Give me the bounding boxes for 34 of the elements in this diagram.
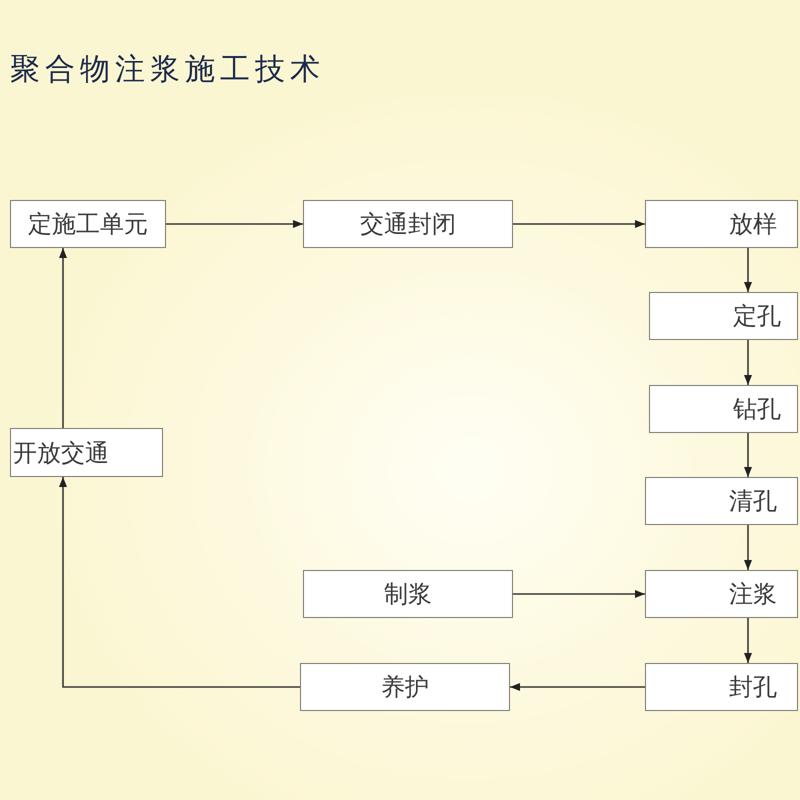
process-box — [645, 477, 798, 525]
process-box — [645, 663, 798, 711]
process-box — [303, 200, 513, 248]
arrow — [166, 220, 303, 228]
arrow — [59, 477, 300, 688]
process-box — [649, 292, 798, 340]
arrow — [744, 340, 752, 385]
arrow — [744, 433, 752, 477]
step-label: 定孔 — [733, 301, 781, 331]
step-label: 注浆 — [729, 579, 777, 609]
arrow — [513, 220, 645, 228]
step-label: 开放交通 — [13, 438, 109, 468]
step-label: 养护 — [381, 672, 429, 702]
arrow — [744, 525, 752, 570]
process-box — [645, 570, 798, 618]
arrow — [513, 590, 645, 598]
arrow — [744, 248, 752, 292]
step-label: 封孔 — [729, 672, 777, 702]
process-box — [645, 200, 798, 248]
process-box — [300, 663, 510, 711]
step-label: 放样 — [729, 209, 777, 239]
arrow — [744, 618, 752, 663]
process-box — [649, 385, 798, 433]
step-label: 清孔 — [729, 486, 777, 516]
process-box — [10, 428, 163, 477]
step-label: 制浆 — [384, 579, 432, 609]
step-label: 定施工单元 — [28, 209, 148, 239]
arrow — [59, 248, 67, 428]
arrow — [510, 683, 645, 691]
process-box — [303, 570, 513, 618]
step-label: 交通封闭 — [360, 209, 456, 239]
step-label: 钻孔 — [733, 394, 781, 424]
diagram-title: 聚合物注浆施工技术 — [10, 51, 325, 89]
process-box — [10, 200, 166, 248]
